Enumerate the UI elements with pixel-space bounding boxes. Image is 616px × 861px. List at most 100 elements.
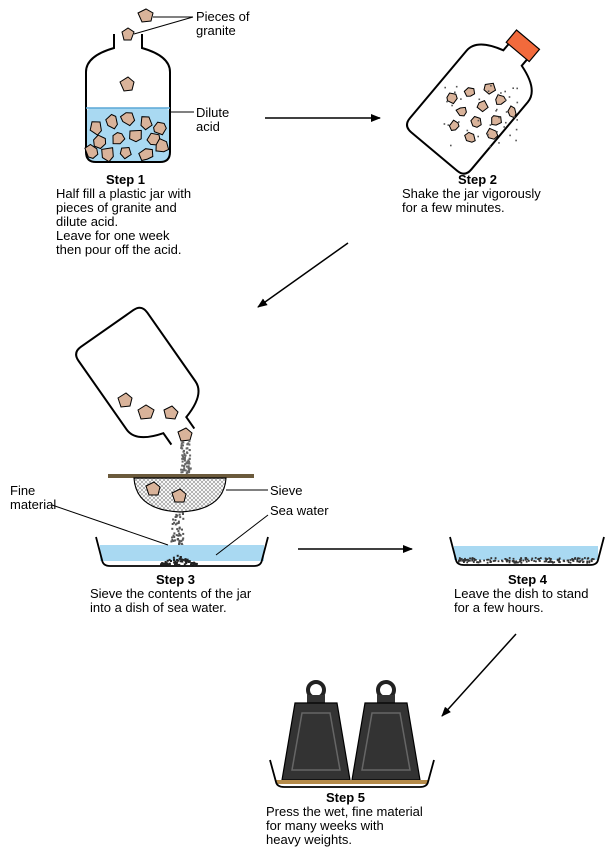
granite-fragment [500, 92, 502, 94]
fine-grain [471, 558, 474, 560]
fine-grain [581, 558, 584, 560]
fine-grain [194, 563, 197, 566]
fine-grain [189, 467, 192, 470]
fine-grain [185, 562, 188, 565]
granite-piece [129, 129, 142, 143]
granite-piece-pour-1 [117, 392, 133, 408]
settled-fine-material [458, 557, 595, 564]
fine-grain [506, 558, 509, 561]
granite-fragment [460, 98, 462, 100]
fine-grain [504, 558, 507, 560]
step3-description: Sieve the contents of the jar into a dis… [90, 586, 252, 615]
fine-grain [186, 558, 189, 561]
granite-fragment [487, 133, 489, 136]
fine-grain [522, 559, 525, 562]
fine-grain [183, 563, 186, 566]
fine-grain [185, 461, 188, 464]
step3-title: Step 3 [156, 572, 196, 587]
fine-grain [592, 558, 595, 561]
granite-fragment [508, 96, 511, 98]
fine-grain [177, 530, 180, 533]
fine-grain [164, 561, 167, 563]
fine-grain [184, 463, 187, 466]
fine-grain [543, 560, 546, 563]
granite-fragment [454, 91, 456, 94]
step1-jar-outline [85, 34, 171, 163]
fine-grain [501, 559, 503, 562]
fine-grain [178, 513, 181, 516]
granite-fragment [495, 110, 497, 112]
fine-grain [558, 557, 561, 560]
arrow-step4-to-step5 [441, 633, 517, 717]
granite-fragment [497, 93, 500, 96]
granite-fragment [509, 134, 511, 137]
fine-grain [183, 469, 186, 472]
granite-pieces-shaken [443, 82, 519, 148]
granite-piece [155, 138, 170, 153]
fine-grain [531, 557, 534, 560]
granite-piece [448, 119, 460, 131]
fine-grain [584, 557, 586, 559]
granite-fragment [490, 85, 492, 87]
fine-grain [559, 561, 561, 564]
fine-grain [172, 518, 175, 521]
granite-piece [89, 121, 102, 136]
fine-grain [181, 528, 183, 531]
fine-grain [174, 560, 177, 563]
fine-grain [186, 452, 189, 454]
fine-grain [184, 469, 187, 472]
granite-fragment [505, 111, 508, 113]
granite-piece [483, 82, 497, 95]
fine-grain [545, 560, 547, 563]
fine-grain [187, 561, 190, 563]
step4-description: Leave the dish to stand for a few hours. [454, 586, 589, 615]
fine-grain [183, 465, 186, 468]
fine-grain [477, 561, 480, 564]
fine-grain [176, 538, 179, 541]
fine-grain [512, 557, 515, 560]
fine-grain [183, 458, 186, 461]
fine-grain [187, 462, 190, 465]
fine-grain [569, 561, 572, 564]
fine-grain [190, 563, 192, 566]
fine-material-pile [160, 554, 198, 566]
fine-grain [173, 521, 176, 524]
fine-grain [586, 560, 589, 563]
fine-grain [582, 561, 584, 564]
fine-grain [171, 539, 174, 541]
fine-grain [177, 559, 180, 562]
granite-fragment [498, 116, 500, 119]
fine-grain [180, 540, 183, 543]
fine-grain [545, 558, 548, 561]
fine-grain [179, 534, 182, 537]
fine-grain [173, 561, 176, 564]
granite-piece [476, 99, 489, 113]
fine-grain [174, 539, 176, 542]
fine-grain [181, 538, 184, 541]
fine-grain [553, 561, 556, 564]
step5-title: Step 5 [326, 790, 366, 805]
fine-grain [193, 562, 196, 565]
granite-fragment [515, 128, 518, 131]
fine-grain [178, 532, 181, 535]
granite-in-sieve-2 [171, 488, 187, 503]
fine-grain [186, 465, 188, 468]
fine-grain [184, 558, 187, 561]
fine-grain [578, 557, 581, 560]
step5-weights [269, 680, 435, 788]
granite-fragment [444, 86, 446, 89]
granite-fragment [516, 119, 518, 121]
fine-grain [567, 561, 570, 564]
fine-grain [178, 557, 181, 560]
fine-grain [513, 561, 516, 564]
fine-grain [173, 558, 176, 561]
granite-fragment [458, 121, 460, 123]
fine-grain [533, 560, 536, 562]
fine-grain [180, 542, 183, 545]
step1-description: Half fill a plastic jar with pieces of g… [56, 186, 192, 257]
fine-grain [191, 562, 194, 565]
fine-grain [176, 561, 179, 564]
granite-fragment [446, 100, 448, 103]
granite-piece-falling [119, 76, 135, 92]
fine-grain [171, 523, 174, 525]
